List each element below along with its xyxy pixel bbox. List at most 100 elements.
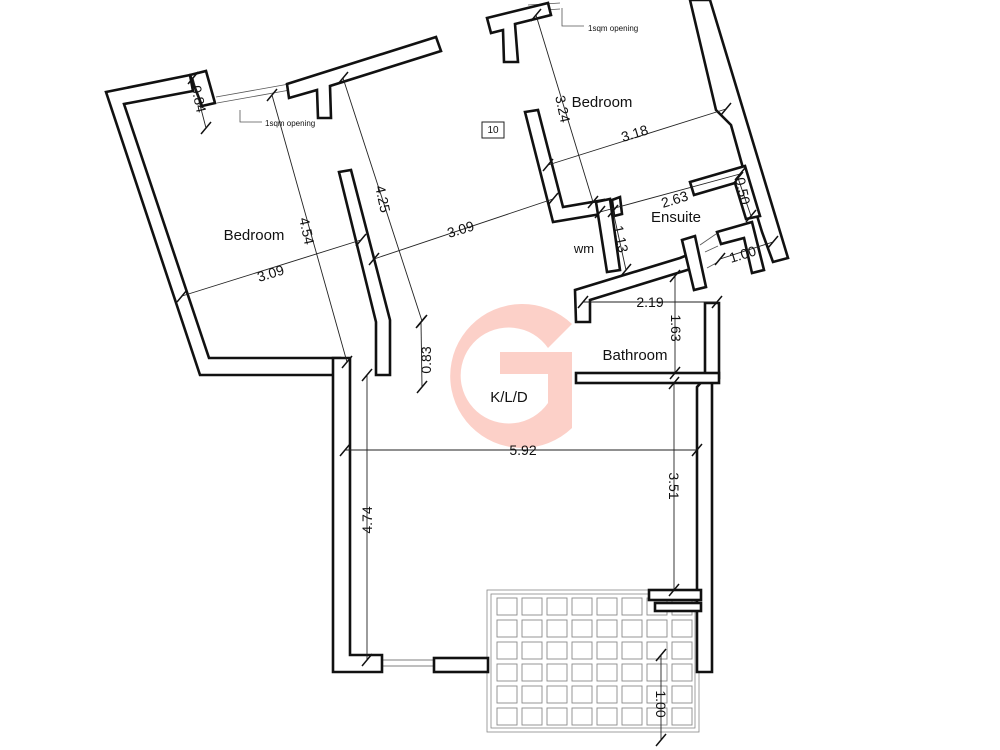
terrace-tile [546,641,568,660]
number-box [481,121,505,139]
dimension-tick [416,380,428,394]
dimension-tick [691,443,703,457]
wall-bathroom-right [695,301,721,674]
terrace-tile [596,685,618,704]
terrace-tile [521,663,543,682]
dimension-tick [655,648,667,662]
dimension-tick [337,71,349,85]
dim-2-19: 2.19 [636,294,663,310]
dimension-tick [720,102,732,116]
terrace-tile [621,663,643,682]
dim-3-24: 3.24 [552,94,573,124]
dimension-tick [368,252,380,266]
dimension-tick [200,121,212,135]
wall-right-bedroom-top [485,1,553,64]
terrace-tile [646,619,668,638]
note-opening-left: 1sqm opening [265,119,315,128]
dimension-tick [542,158,554,172]
room-labels: Bedroom Bedroom Ensuite Bathroom K/L/D w… [224,24,701,406]
wall-kld-stub-upper [647,588,703,602]
wall-bathroom-bottom [574,371,721,385]
dim-1-13: 1.13 [610,224,631,254]
wall-right-bedroom-left [523,108,609,224]
dimension-tick [577,295,589,309]
room-label-ensuite: Ensuite [651,209,701,226]
dim-3-09-left: 3.09 [255,262,286,285]
dimension-tick [714,252,726,266]
dimension-tick [767,235,779,249]
terrace-tile [521,597,543,616]
terrace-tile [546,597,568,616]
wall-ensuite-small [680,234,708,292]
dimension-tick [620,263,632,277]
dimension-tick [668,583,680,597]
terrace-tile [671,663,693,682]
dim-3-51: 3.51 [666,472,682,499]
wall-ensuite-divider [688,164,762,221]
dimension-tick [587,195,599,209]
dim-3-09-mid: 3.09 [445,218,476,241]
terrace-tile [521,685,543,704]
terrace-tile [571,597,593,616]
wall-ensuite-corner [715,220,766,275]
terrace-tile [571,707,593,726]
terrace-tile [496,641,518,660]
terrace-tile [621,685,643,704]
terrace-tile [496,685,518,704]
dim-4-74: 4.74 [359,506,375,533]
dimension-ticks [176,8,779,747]
dimension-tick [361,653,373,667]
wall-bathroom-top [573,250,702,324]
terrace-tile [571,685,593,704]
wall-kld-stub-lower [653,601,703,613]
terrace-tile [671,619,693,638]
terrace-tile [521,619,543,638]
dim-2-63: 2.63 [659,188,690,211]
terrace-tile [621,597,643,616]
room-label-bedroom-right: Bedroom [572,94,633,111]
dim-4-54: 4.54 [296,216,317,246]
terrace-tile [671,641,693,660]
terrace-tile [596,597,618,616]
terrace-tile [596,663,618,682]
terrace-tile [496,663,518,682]
wall-bedroom-divider [337,168,392,377]
terrace-tile [596,707,618,726]
dimension-tick [547,192,559,206]
dim-4-25: 4.25 [372,184,393,214]
wall-wm [594,197,622,274]
dimension-tick [732,171,744,185]
dimension-tick [187,71,199,85]
terrace-tile [571,619,593,638]
dim-1-63: 1.63 [668,314,684,341]
terrace-tile [496,707,518,726]
dimension-tick [361,368,373,382]
terrace-tile [621,641,643,660]
note-opening-right: 1sqm opening [588,24,638,33]
dimension-tick [607,204,619,218]
dim-0-83: 0.83 [418,346,434,373]
room-label-kld: K/L/D [490,389,528,406]
terrace-tile [496,619,518,638]
room-label-bathroom: Bathroom [602,347,667,364]
dim-0-50: 0.50 [732,176,753,206]
dimension-tick [594,205,606,219]
terrace-tile [596,619,618,638]
dim-1-00-terrace: 1.00 [653,690,669,717]
dimension-tick [266,88,278,102]
dim-0-84: 0.84 [188,84,209,114]
terrace-tile [546,663,568,682]
room-label-wm: wm [573,241,594,256]
terrace-tile [521,707,543,726]
dimension-tick [745,209,757,223]
terrace-tile [571,641,593,660]
dimension-tick [341,355,353,369]
wall-right-outer [688,0,790,264]
dimension-tick [355,233,367,247]
watermark-g-logo-icon [450,304,572,448]
terrace-tile [621,707,643,726]
dimension-tick [669,269,681,283]
terrace-tile [521,641,543,660]
room-label-bedroom-left: Bedroom [224,227,285,244]
